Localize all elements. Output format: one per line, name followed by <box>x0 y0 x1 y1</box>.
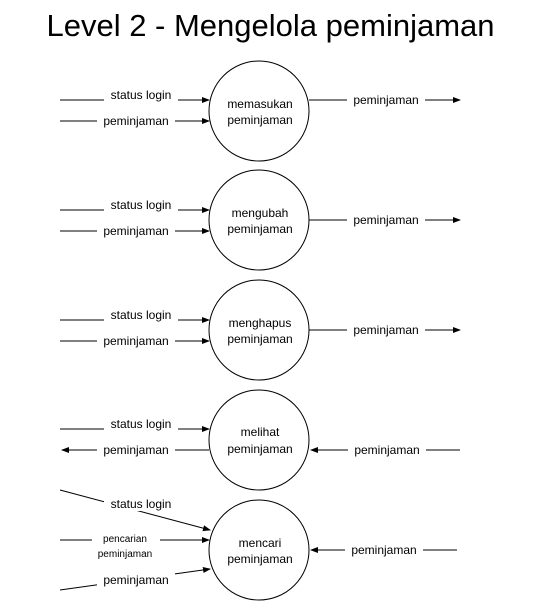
flow-label-p3-out: peminjaman <box>353 323 418 337</box>
flow-label-p3-in2: peminjaman <box>103 334 168 348</box>
flow-label-p5-in3: peminjaman <box>103 573 168 587</box>
flow-label-p3-in1: status login <box>111 308 172 322</box>
flow-label-p4-out-left: peminjaman <box>103 443 168 457</box>
process-circle-3[interactable] <box>208 279 310 381</box>
flow-label-p1-out: peminjaman <box>353 93 418 107</box>
process-group-3: status login peminjaman peminjaman mengh… <box>60 279 461 381</box>
process-1-label-line2: peminjaman <box>227 113 292 127</box>
flow-label-p1-in1: status login <box>111 88 172 102</box>
process-2-label-line1: mengubah <box>232 206 289 220</box>
process-group-4: status login peminjaman peminjaman melih… <box>60 389 460 491</box>
process-circle-1[interactable] <box>208 60 310 162</box>
flow-label-p5-in-right: peminjaman <box>351 543 416 557</box>
flow-label-p4-in-right: peminjaman <box>354 443 419 457</box>
process-group-1: status login peminjaman peminjaman memas… <box>60 60 461 162</box>
flow-label-p4-in1: status login <box>111 417 172 431</box>
flow-label-p1-in2: peminjaman <box>103 114 168 128</box>
flow-label-p5-in2-line1: pencarian <box>103 534 147 545</box>
process-group-5: status login pencarian peminjaman peminj… <box>59 489 457 601</box>
process-4-label-line2: peminjaman <box>227 442 292 456</box>
flow-label-p2-in1: status login <box>111 198 172 212</box>
process-circle-4[interactable] <box>208 389 310 491</box>
flow-label-p2-out: peminjaman <box>353 213 418 227</box>
diagram-title: Level 2 - Mengelola peminjaman <box>46 8 495 43</box>
flow-label-p2-in2: peminjaman <box>103 224 168 238</box>
process-3-label-line1: menghapus <box>229 316 292 330</box>
process-5-label-line2: peminjaman <box>227 552 292 566</box>
process-3-label-line2: peminjaman <box>227 332 292 346</box>
process-1-label-line1: memasukan <box>227 97 292 111</box>
process-circle-5[interactable] <box>208 499 310 601</box>
process-circle-2[interactable] <box>208 169 310 271</box>
flow-label-p5-in2-line2: peminjaman <box>98 549 152 560</box>
process-5-label-line1: mencari <box>239 536 282 550</box>
process-2-label-line2: peminjaman <box>227 222 292 236</box>
process-4-label-line1: melihat <box>241 425 280 439</box>
flow-label-p5-in1: status login <box>111 497 172 511</box>
process-group-2: status login peminjaman peminjaman mengu… <box>60 169 461 271</box>
